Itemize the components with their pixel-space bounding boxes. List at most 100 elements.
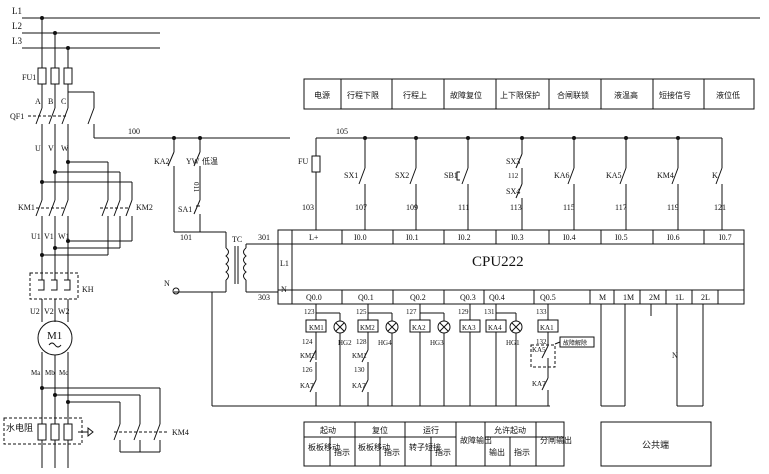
output-channel-3: 127 KA2 HG3 — [406, 304, 451, 406]
output-channel-6: 133 KA1 132 KA5 故障解除 KA7 — [530, 304, 595, 406]
func-label: 行程下限 — [347, 90, 379, 100]
input-sx3-sx4: SX3 112 SX4 113 — [506, 136, 524, 230]
input-sx4-label: SX4 — [506, 187, 520, 196]
power-circuit: L1 L2 L3 FU1 A B C QF1 — [3, 6, 760, 468]
input-ka6: KA6 115 — [554, 136, 576, 230]
wire-111: 111 — [458, 203, 469, 212]
coil-ka4: KA4 — [488, 324, 502, 332]
cell-label: 输出 — [489, 447, 505, 457]
input-fu: FU 103 — [298, 138, 321, 230]
contactor-km1-label: KM1 — [18, 203, 35, 212]
output-terminal: Q0.4 — [489, 293, 505, 302]
ch2-chain-0: 128 — [356, 338, 367, 346]
bus-label-l2: L2 — [12, 21, 22, 31]
phase-w: W — [61, 144, 69, 153]
transformer-tc: TC — [225, 235, 247, 284]
contactor-km1: KM1 — [18, 199, 69, 217]
func-label: 液位低 — [716, 90, 740, 100]
fuse-fu1: FU1 — [22, 67, 73, 85]
group-label: 允许起动 — [494, 425, 526, 435]
ch6-chain-1: KA5 — [532, 346, 546, 354]
low-temp-label: 低温 — [202, 156, 218, 166]
input-sx1: SX1 107 — [344, 136, 367, 230]
bus-label-l1: L1 — [12, 6, 22, 16]
coil-km1: KM1 — [309, 324, 324, 332]
input-k-label: K — [712, 171, 718, 180]
func-label: 行程上 — [403, 90, 427, 100]
input-fu-label: FU — [298, 157, 308, 166]
yw-label: YW — [186, 157, 200, 166]
phase-u1: U1 — [31, 232, 41, 241]
wire-103: 103 — [302, 203, 314, 212]
transformer-tc-label: TC — [232, 235, 242, 244]
input-sx3-label: SX3 — [506, 157, 520, 166]
input-terminal: I0.6 — [667, 233, 680, 242]
phase-b: B — [48, 97, 53, 106]
fuse-fu1-label: FU1 — [22, 73, 36, 82]
input-ka5-label: KA5 — [606, 171, 622, 180]
cell-label: 板板移动 — [308, 442, 340, 452]
common-label: 公共端 — [642, 439, 669, 450]
cpu-label: CPU222 — [472, 254, 524, 270]
func-label: 短接信号 — [659, 90, 691, 100]
contactor-km2-label: KM2 — [136, 203, 153, 212]
input-terminal: I0.4 — [563, 233, 576, 242]
wire-117: 117 — [615, 203, 627, 212]
coil-ka1: KA1 — [540, 324, 554, 332]
output-terminal: M — [599, 293, 606, 302]
phase-a: A — [35, 97, 41, 106]
output-channel-1: 123 KM1 HG2 124 KM2 126 KA7 — [300, 304, 352, 406]
coil-km2: KM2 — [360, 324, 375, 332]
port-l1: L1 — [280, 259, 289, 268]
phase-v: V — [48, 144, 54, 153]
coil-ka2: KA2 — [412, 324, 426, 332]
motor-m1-label: M1 — [47, 330, 62, 342]
func-label: 电源 — [314, 90, 330, 100]
group-label: 起动 — [320, 425, 336, 435]
motor-m1: M1 — [37, 320, 73, 356]
lamp-hg1: HG1 — [506, 339, 520, 347]
input-sx1-label: SX1 — [344, 171, 358, 180]
input-terminal: I0.2 — [458, 233, 471, 242]
output-channel-4: 129 KA3 — [458, 304, 481, 406]
port-n: N — [281, 285, 287, 294]
node-105: 105 — [336, 127, 348, 136]
fault-dep-note: 故障解除 — [563, 339, 587, 347]
ch2-chain-1: KM1 — [352, 352, 367, 360]
wire-119: 119 — [667, 203, 679, 212]
phase-c: C — [61, 97, 66, 106]
cell-label: 故障输出 — [460, 435, 492, 445]
lamp-hg2: HG2 — [338, 339, 352, 347]
phase-u: U — [35, 144, 41, 153]
breaker-qf1-label: QF1 — [10, 112, 24, 121]
input-terminal: I0.3 — [511, 233, 524, 242]
input-km4-label: KM4 — [657, 171, 674, 180]
cell-label: 指示 — [334, 447, 350, 457]
input-terminal: I0.1 — [406, 233, 419, 242]
cell-label: 转子短接 — [409, 442, 441, 452]
function-label-row: 电源 行程下限 行程上 故障复位 上下限保护 合闸联锁 液温高 短接信号 液位低 — [303, 78, 755, 110]
node-301: 301 — [258, 233, 270, 242]
group-label: 复位 — [372, 425, 388, 435]
rotor-mb: Mb — [45, 369, 55, 377]
wire-133: 133 — [536, 308, 547, 316]
lamp-hg4: HG4 — [378, 339, 392, 347]
thermal-relay-kh: KH — [29, 272, 94, 300]
wire-129: 129 — [458, 308, 469, 316]
node-101: 101 — [180, 233, 192, 242]
input-sx2-label: SX2 — [395, 171, 409, 180]
plc-section: 电源 行程下限 行程上 故障复位 上下限保护 合闸联锁 液温高 短接信号 液位低… — [277, 78, 755, 467]
rotor-ma: Ma — [31, 369, 41, 377]
phase-u2: U2 — [30, 307, 40, 316]
wire-123: 123 — [304, 308, 315, 316]
input-terminal-row: L+ I0.0 I0.1 I0.2 I0.3 I0.4 I0.5 I0.6 I0… — [309, 230, 732, 244]
input-ka6-label: KA6 — [554, 171, 570, 180]
cell-label: 分闸输出 — [540, 435, 572, 445]
node-100: 100 — [128, 127, 140, 136]
sa1-label: SA1 — [178, 205, 192, 214]
node-303: 303 — [258, 293, 270, 302]
contactor-km2: KM2 — [100, 199, 153, 217]
ch2-chain-3: KA7 — [352, 382, 366, 390]
breaker-qf1: QF1 100 — [10, 91, 290, 139]
